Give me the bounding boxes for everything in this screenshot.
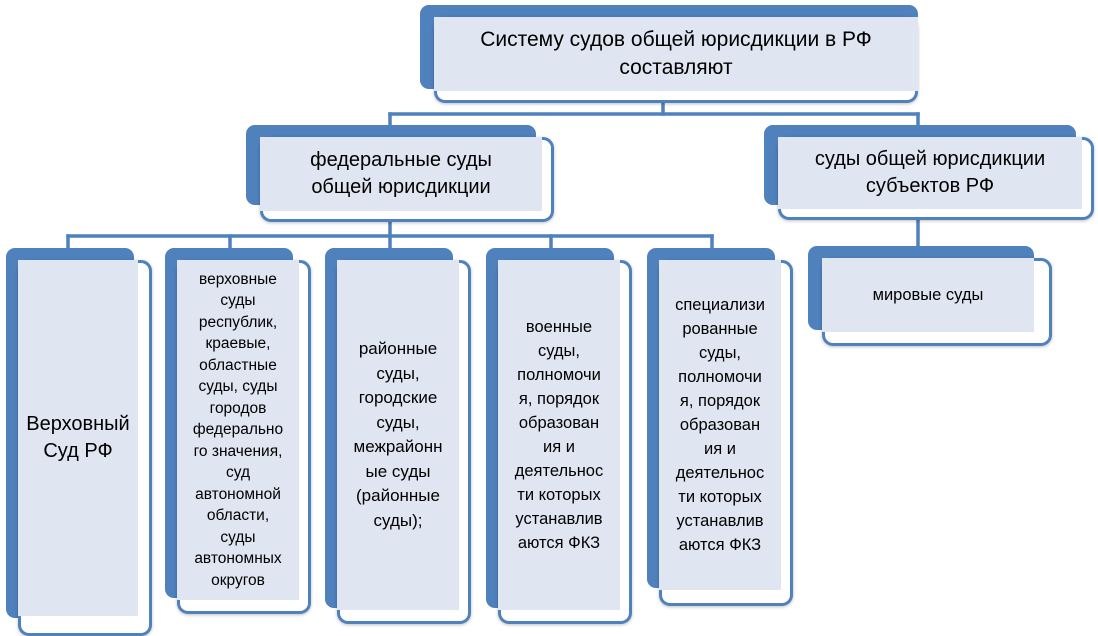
specialized-courts-text: специализи рованные суды, полномочи я, п… <box>659 260 781 590</box>
regional-line: суды <box>220 528 256 546</box>
supreme-court-line1: Верховный <box>26 413 130 435</box>
specialized-line: устанавлив <box>676 512 764 530</box>
military-line: я, порядок <box>518 390 600 408</box>
specialized-line: полномочи <box>678 368 762 386</box>
military-line: ти которых <box>517 486 601 504</box>
regional-line: суд <box>225 464 251 482</box>
district-courts-node: районные суды, городские суды, межрайонн… <box>325 248 471 624</box>
federal-courts-node: федеральные суды общей юрисдикции <box>246 125 554 222</box>
military-courts-text: военные суды, полномочи я, порядок образ… <box>498 260 620 610</box>
supreme-court-node: Верховный Суд РФ <box>6 248 152 636</box>
regional-courts-node: верховные суды республик, краевые, облас… <box>165 248 311 614</box>
subject-courts-line1: суды общей юрисдикции <box>814 148 1046 170</box>
district-line: городские <box>358 388 438 407</box>
root-node-text: Систему судов общей юрисдикции в РФ сост… <box>434 17 918 91</box>
military-line: деятельнос <box>514 462 604 480</box>
subject-courts-text: суды общей юрисдикции субъектов РФ <box>778 137 1082 209</box>
military-line: аются ФКЗ <box>517 534 601 552</box>
specialized-line: деятельнос <box>675 464 765 482</box>
regional-line: федерально <box>192 421 284 439</box>
subject-courts-node: суды общей юрисдикции субъектов РФ <box>764 125 1094 220</box>
military-line: полномочи <box>517 366 601 384</box>
regional-line: автономной <box>195 485 281 503</box>
regional-line: автономных <box>194 550 282 568</box>
regional-line: го значения, <box>193 442 283 460</box>
magistrates-courts-label: мировые суды <box>872 286 984 304</box>
military-courts-node: военные суды, полномочи я, порядок образ… <box>486 248 632 624</box>
regional-line: городов <box>209 399 267 417</box>
federal-courts-line2: общей юрисдикции <box>311 176 491 198</box>
supreme-court-line2: Суд РФ <box>43 440 113 462</box>
district-courts-text: районные суды, городские суды, межрайонн… <box>337 260 459 610</box>
district-line: суды); <box>373 510 423 530</box>
military-line: военные <box>525 318 593 336</box>
specialized-line: образован <box>679 416 761 434</box>
regional-line: округов <box>211 571 265 589</box>
district-line: ые суды <box>365 461 431 481</box>
military-line: ия и <box>543 438 575 456</box>
magistrates-courts-text: мировые суды <box>822 258 1034 332</box>
district-line: межрайонн <box>353 437 443 456</box>
regional-line: областные <box>199 356 277 374</box>
regional-line: верховные <box>199 270 277 288</box>
specialized-courts-node: специализи рованные суды, полномочи я, п… <box>647 248 793 606</box>
specialized-line: я, порядок <box>679 392 761 410</box>
federal-courts-text: федеральные суды общей юрисдикции <box>260 137 542 211</box>
specialized-line: ти которых <box>678 488 762 506</box>
root-title-line1: Систему судов общей юрисдикции в РФ <box>480 28 872 51</box>
federal-courts-line1: федеральные суды <box>310 149 492 171</box>
regional-courts-text: верховные суды республик, краевые, облас… <box>177 260 299 600</box>
root-node: Систему судов общей юрисдикции в РФ сост… <box>420 5 918 103</box>
military-line: суды, <box>537 342 580 360</box>
specialized-line: ия и <box>704 440 736 458</box>
military-line: устанавлив <box>515 510 603 528</box>
regional-line: области, <box>206 507 270 525</box>
regional-line: республик, <box>198 313 278 331</box>
specialized-line: аются ФКЗ <box>678 536 762 554</box>
regional-line: краевые, <box>205 335 271 353</box>
district-line: суды, <box>376 412 420 432</box>
military-line: образован <box>518 414 600 432</box>
district-line: районные <box>358 339 438 358</box>
regional-line: суды <box>220 292 256 310</box>
regional-line: суды, суды <box>198 378 278 396</box>
subject-courts-line2: субъектов РФ <box>865 175 995 197</box>
district-line: (районные <box>356 486 440 505</box>
specialized-line: суды, <box>698 344 742 362</box>
specialized-line: специализи <box>675 296 765 314</box>
magistrates-courts-node: мировые суды <box>808 246 1052 346</box>
specialized-line: рованные <box>682 320 758 338</box>
district-line: суды, <box>376 363 420 383</box>
supreme-court-text: Верховный Суд РФ <box>18 260 138 616</box>
root-title-line2: составляют <box>619 56 733 79</box>
